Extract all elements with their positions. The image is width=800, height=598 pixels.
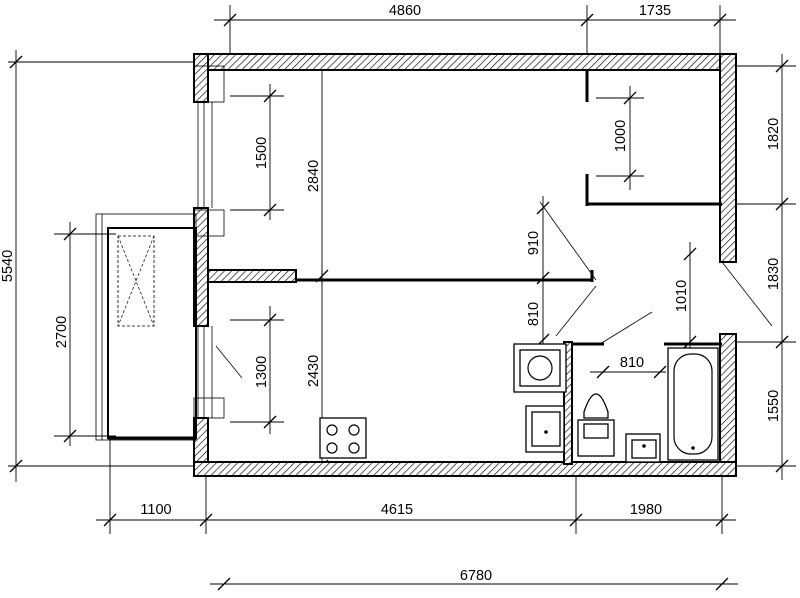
dim-bottom-middle: 4615: [381, 502, 413, 518]
dim-bath-door: 810: [620, 355, 644, 371]
east-wall-upper: [719, 53, 737, 263]
dim-overall-width: 6780: [460, 568, 492, 584]
dim-room-depth-upper: 2840: [306, 160, 322, 192]
partitions: [296, 70, 722, 346]
dim-overall-height: 5540: [0, 250, 16, 282]
dim-closet-opening: 1000: [613, 120, 629, 152]
dim-bottom-right: 1980: [630, 502, 662, 518]
toilet: [577, 393, 615, 457]
dim-kitchen-gap: 810: [526, 302, 542, 326]
balcony: [95, 213, 197, 441]
walls: [193, 53, 737, 477]
dim-room-depth-lower: 2430: [306, 355, 322, 387]
bathtub: [667, 347, 719, 461]
dim-top-right: 1735: [639, 3, 671, 19]
bathroom-sink: [625, 433, 661, 463]
east-wall-lower: [719, 333, 737, 477]
kitchen-sink: [525, 405, 565, 453]
dimension-labels: 4860 1735 5540 1500 2840 1000 1820 910 1…: [0, 3, 782, 584]
dim-top-left: 4860: [389, 3, 421, 19]
dimension-lines: [8, 5, 796, 591]
bathroom-wall: [563, 341, 573, 465]
washing-machine: [513, 343, 567, 393]
wall-pier-middle: [193, 207, 209, 327]
dim-window-upper: 1500: [254, 137, 270, 169]
dim-corridor-gap: 1010: [674, 280, 690, 312]
dim-balcony-length: 2700: [54, 316, 70, 348]
south-wall: [193, 461, 737, 477]
dim-window-lower: 1300: [254, 356, 270, 388]
dim-balcony-depth: 1100: [140, 502, 171, 518]
windows: [193, 65, 225, 419]
north-wall: [193, 53, 735, 71]
wall-pier-top: [193, 53, 209, 103]
dim-closet-height: 1820: [766, 118, 782, 150]
stove: [319, 417, 367, 459]
interior-wall-stub: [207, 269, 297, 283]
dim-partition-opening: 910: [526, 231, 542, 255]
dim-corridor-height: 1830: [766, 258, 782, 290]
dim-bath-height: 1550: [766, 390, 782, 422]
